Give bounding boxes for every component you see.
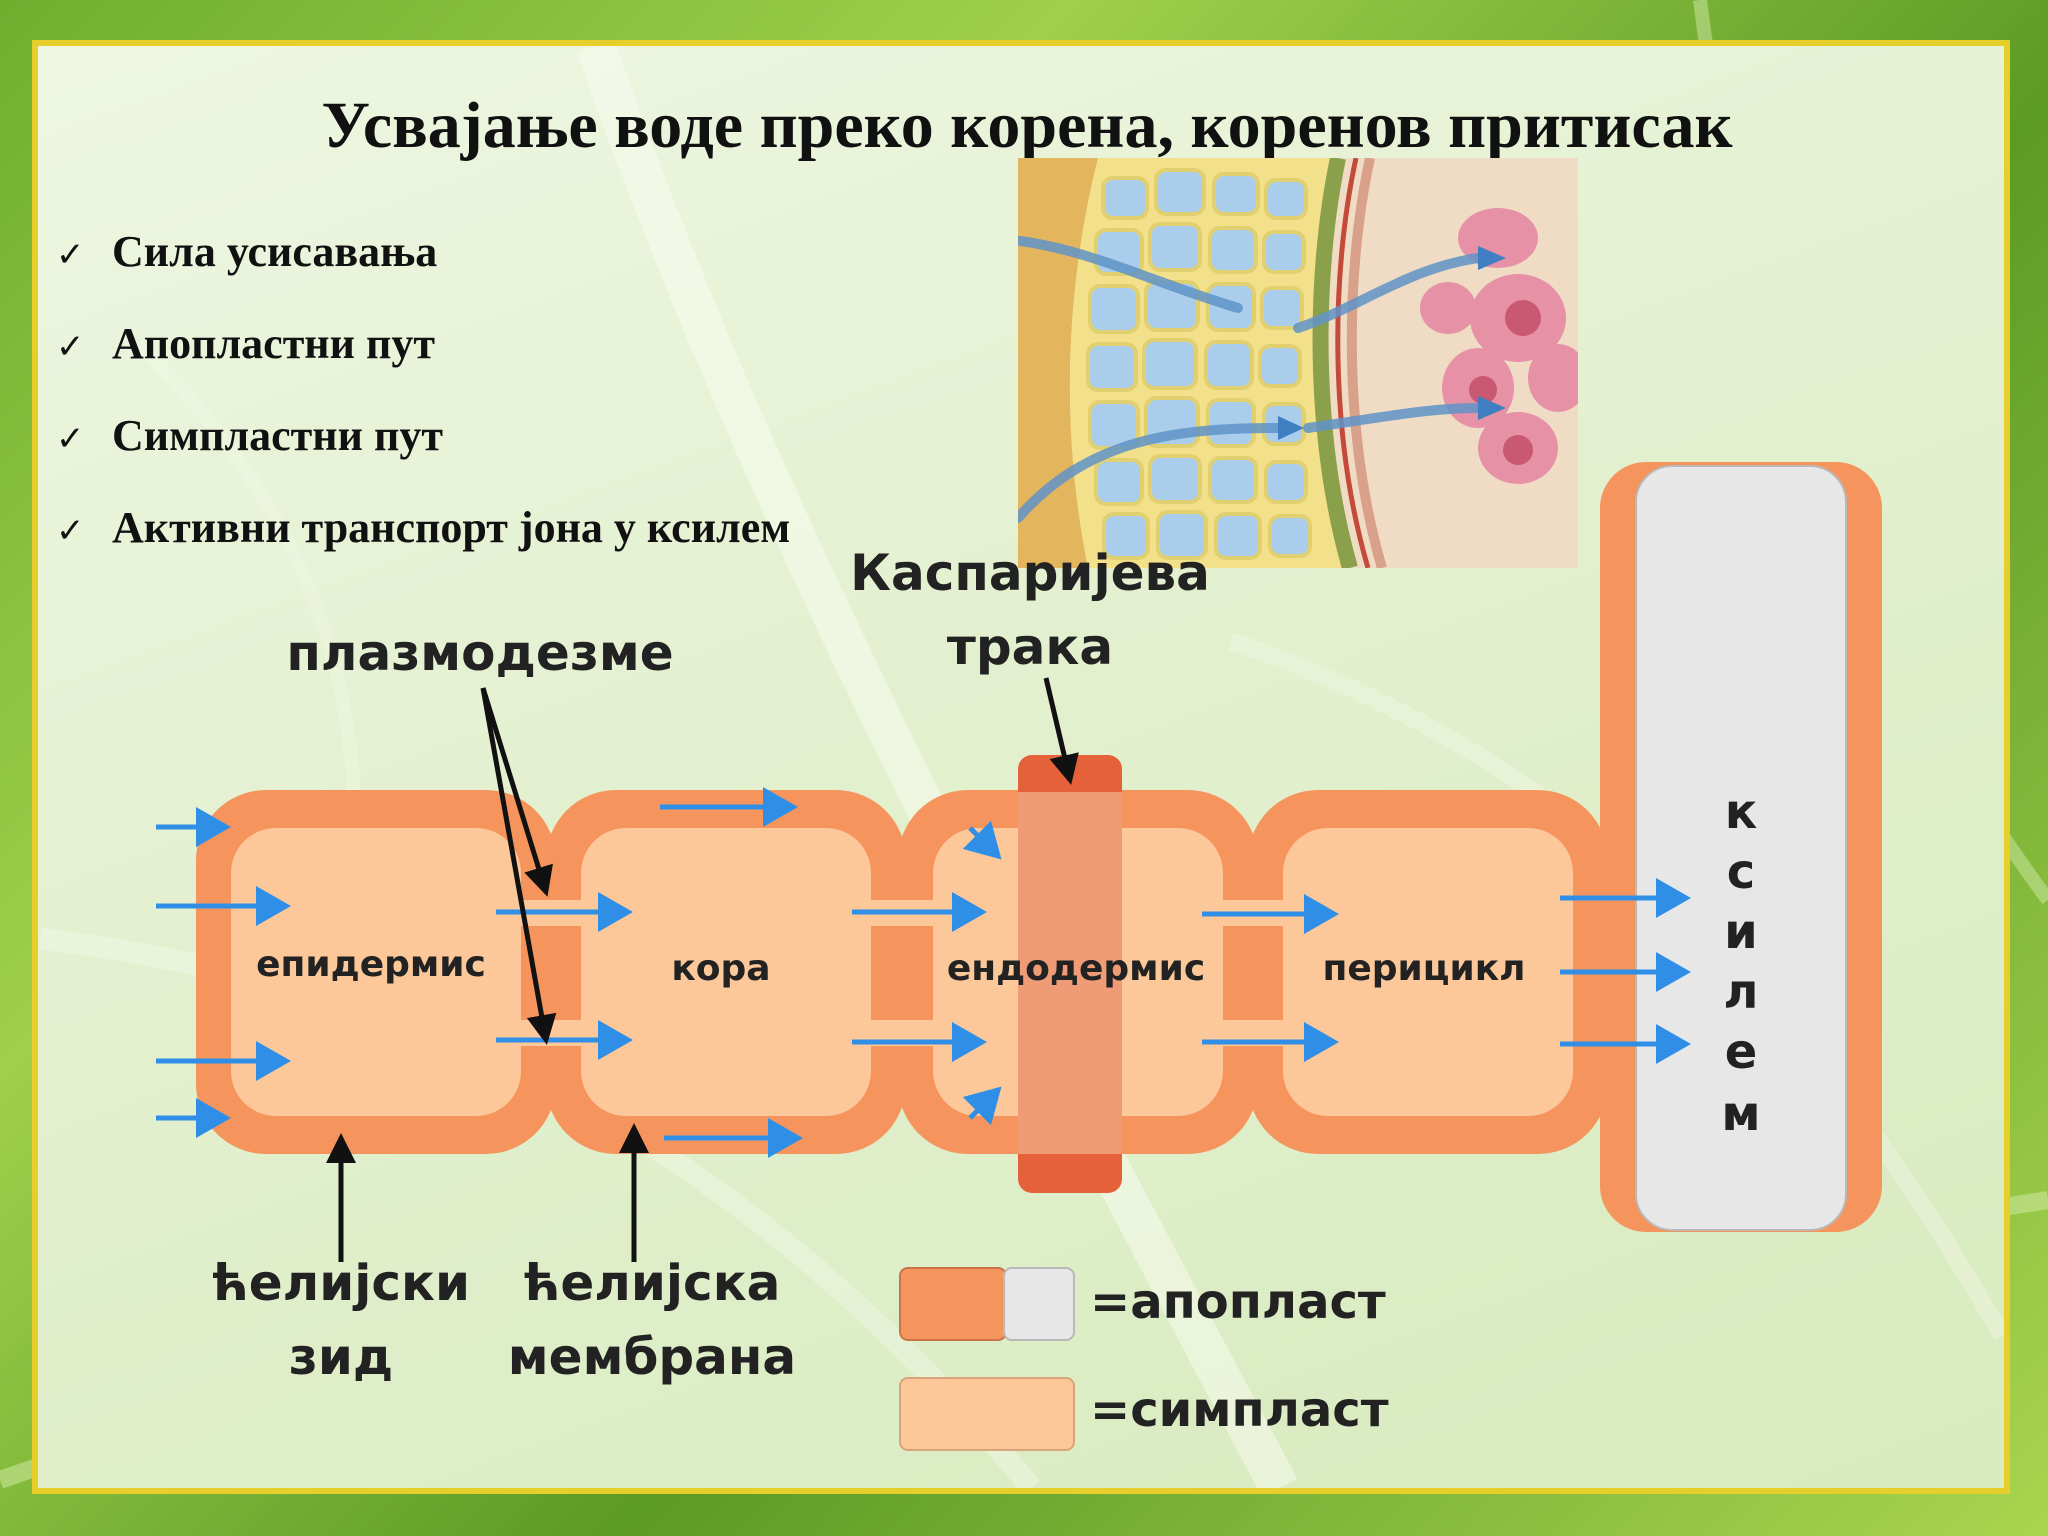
checkmark-icon: ✓ bbox=[56, 419, 85, 459]
bullet-item: ✓ Апопластни пут bbox=[56, 298, 790, 390]
xylem-letter: е bbox=[1725, 1024, 1758, 1080]
label-plasmodesmata: плазмодезме bbox=[286, 624, 673, 682]
legend-swatch-wall bbox=[899, 1267, 1007, 1341]
checkmark-icon: ✓ bbox=[56, 511, 85, 551]
legend-symplast: =симпласт bbox=[1090, 1382, 1389, 1438]
label-casparian-strip: трака bbox=[947, 618, 1113, 676]
bullet-item: ✓ Активни транспорт јона у ксилем bbox=[56, 482, 790, 574]
label-casparian-strip: Каспаријева bbox=[850, 544, 1210, 602]
cell-cortex bbox=[546, 790, 906, 1154]
bullet-text: Активни транспорт јона у ксилем bbox=[112, 503, 791, 552]
label-cell-membrane: ћелијска bbox=[524, 1254, 781, 1312]
casparian-strip bbox=[1018, 792, 1122, 1154]
label-xylem: к с и л е м bbox=[1721, 784, 1760, 1142]
legend-swatch-symplast bbox=[899, 1377, 1075, 1451]
label-cell-wall: зид bbox=[289, 1328, 393, 1386]
xylem-letter: к bbox=[1725, 784, 1758, 840]
bullet-list: ✓ Сила усисавања ✓ Апопластни пут ✓ Симплас… bbox=[56, 206, 790, 574]
label-cell-wall: ћелијски bbox=[212, 1254, 470, 1312]
slide-title: Усвајање воде преко корена, коренов прит… bbox=[321, 89, 1733, 162]
bullet-text: Сила усисавања bbox=[112, 227, 438, 276]
bullet-item: ✓ Сила усисавања bbox=[56, 206, 790, 298]
label-cortex: кора bbox=[671, 948, 770, 989]
water-transport-diagram: епидермис кора ендодермис перицикл к с и… bbox=[156, 462, 1882, 1451]
xylem-letter: л bbox=[1723, 964, 1758, 1020]
bullet-item: ✓ Симпластни пут bbox=[56, 390, 790, 482]
xylem-letter: с bbox=[1727, 844, 1755, 900]
checkmark-icon: ✓ bbox=[56, 327, 85, 367]
cell-pericycle bbox=[1248, 790, 1608, 1154]
pointer-arrows bbox=[326, 677, 1079, 1262]
bullet-text: Апопластни пут bbox=[112, 319, 435, 368]
xylem-letter: м bbox=[1721, 1086, 1760, 1142]
label-endodermis: ендодермис bbox=[947, 948, 1205, 989]
legend: =апопласт =симпласт bbox=[899, 1267, 1389, 1451]
legend-apoplast: =апопласт bbox=[1090, 1274, 1386, 1330]
legend-swatch-xylem bbox=[1003, 1267, 1075, 1341]
label-pericycle: перицикл bbox=[1323, 948, 1526, 989]
label-cell-membrane: мембрана bbox=[508, 1328, 796, 1386]
root-cross-section-illustration bbox=[1018, 158, 1578, 568]
bullet-text: Симпластни пут bbox=[112, 411, 443, 460]
xylem-letter: и bbox=[1724, 904, 1758, 960]
checkmark-icon: ✓ bbox=[56, 235, 85, 275]
label-epidermis: епидермис bbox=[256, 944, 486, 985]
water-flow-arrows bbox=[156, 787, 1691, 1158]
